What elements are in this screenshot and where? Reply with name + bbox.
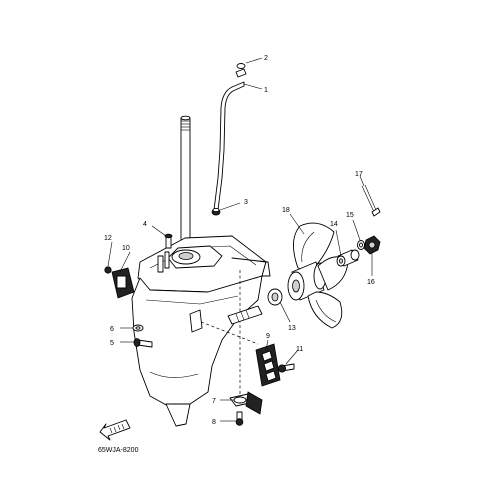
callout-labels: 1 2 3 4 5 6 7 8 9 10 11 12 13 14 15 16 1… — [104, 55, 375, 426]
side-anode[interactable] — [111, 267, 135, 299]
lower-anode-7[interactable] — [229, 391, 263, 415]
callout-8: 8 — [212, 419, 216, 426]
bolt-12[interactable] — [104, 266, 112, 274]
bolt-4[interactable] — [164, 233, 173, 249]
drawing-code: 65WJA-8200 — [98, 447, 139, 454]
callout-15: 15 — [346, 212, 354, 219]
propeller-shaft[interactable] — [227, 305, 263, 325]
callout-2: 2 — [264, 55, 268, 62]
leader-lines — [107, 57, 373, 422]
bolt-5[interactable] — [133, 338, 153, 348]
propeller[interactable] — [287, 222, 349, 329]
callout-17: 17 — [355, 171, 363, 178]
bolt-11[interactable] — [277, 363, 295, 373]
drive-shaft[interactable] — [180, 115, 191, 257]
thrust-washer-13[interactable] — [267, 288, 283, 306]
grommet-top[interactable] — [235, 63, 247, 78]
callout-14: 14 — [330, 221, 338, 228]
lower-case-housing — [131, 235, 271, 427]
callout-18: 18 — [282, 207, 290, 214]
callout-5: 5 — [110, 340, 114, 347]
callout-10: 10 — [122, 245, 130, 252]
callout-7: 7 — [212, 398, 216, 405]
callout-16: 16 — [367, 279, 375, 286]
prop-nut-16[interactable] — [363, 235, 381, 255]
callout-4: 4 — [143, 221, 147, 228]
cotter-pin-17[interactable] — [361, 184, 381, 217]
bolt-8[interactable] — [235, 411, 244, 426]
washer-15[interactable] — [357, 240, 365, 250]
callout-11: 11 — [296, 346, 303, 353]
callout-1: 1 — [264, 87, 268, 94]
washer-6[interactable] — [132, 324, 144, 332]
water-tube[interactable] — [213, 81, 245, 211]
anode-plate[interactable] — [255, 343, 281, 387]
callout-9: 9 — [266, 333, 270, 340]
grommet-lower[interactable] — [211, 207, 221, 216]
callout-3: 3 — [244, 199, 248, 206]
front-arrow-icon — [99, 419, 131, 441]
callout-13: 13 — [288, 325, 296, 332]
spacer-14[interactable] — [336, 249, 360, 267]
callout-6: 6 — [110, 326, 114, 333]
callout-12: 12 — [104, 235, 112, 242]
